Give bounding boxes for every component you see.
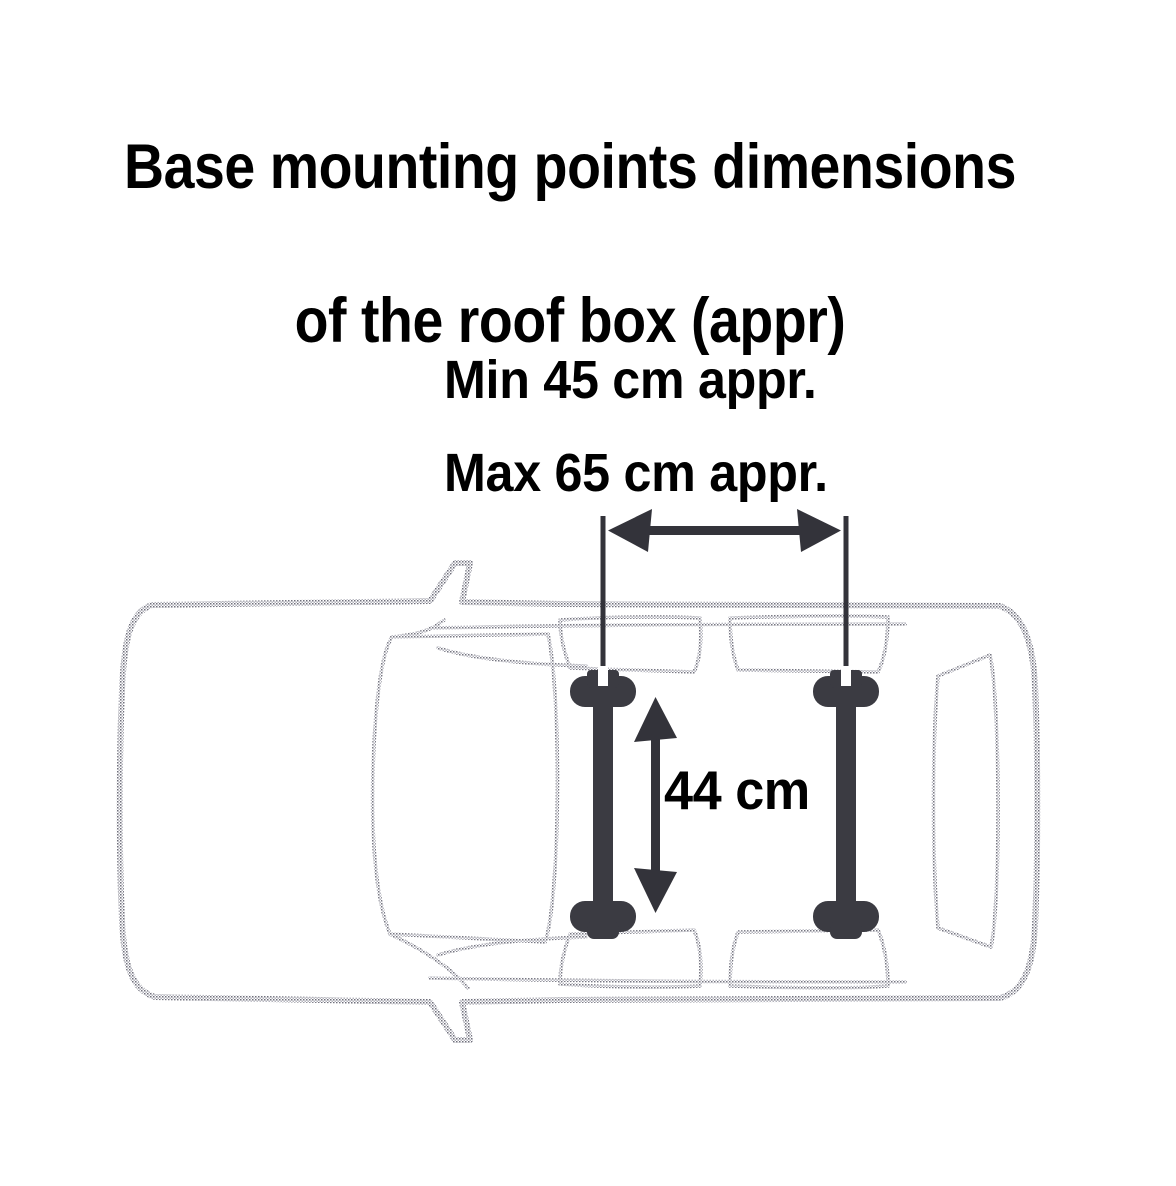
width-arrow-head-right	[797, 509, 841, 552]
mounting-foot-rear-left	[570, 901, 636, 939]
width-dimension-arrow	[608, 509, 841, 552]
crossbar-left-shaft	[593, 683, 613, 925]
extension-lines	[600, 516, 849, 690]
crossbar-right	[813, 666, 879, 939]
mounting-foot-front-left	[570, 666, 636, 707]
mounting-foot-front-right	[813, 666, 879, 707]
mounting-foot-rear-right	[813, 901, 879, 939]
width-arrow-shaft	[625, 526, 823, 535]
spacing-arrow-head-top	[634, 697, 677, 742]
spacing-dimension-arrow	[634, 697, 677, 913]
width-arrow-head-left	[608, 509, 652, 552]
crossbar-right-shaft	[836, 683, 856, 925]
spacing-arrow-head-bottom	[634, 868, 677, 913]
crossbar-left	[570, 666, 636, 939]
spacing-arrow-shaft	[651, 727, 660, 883]
